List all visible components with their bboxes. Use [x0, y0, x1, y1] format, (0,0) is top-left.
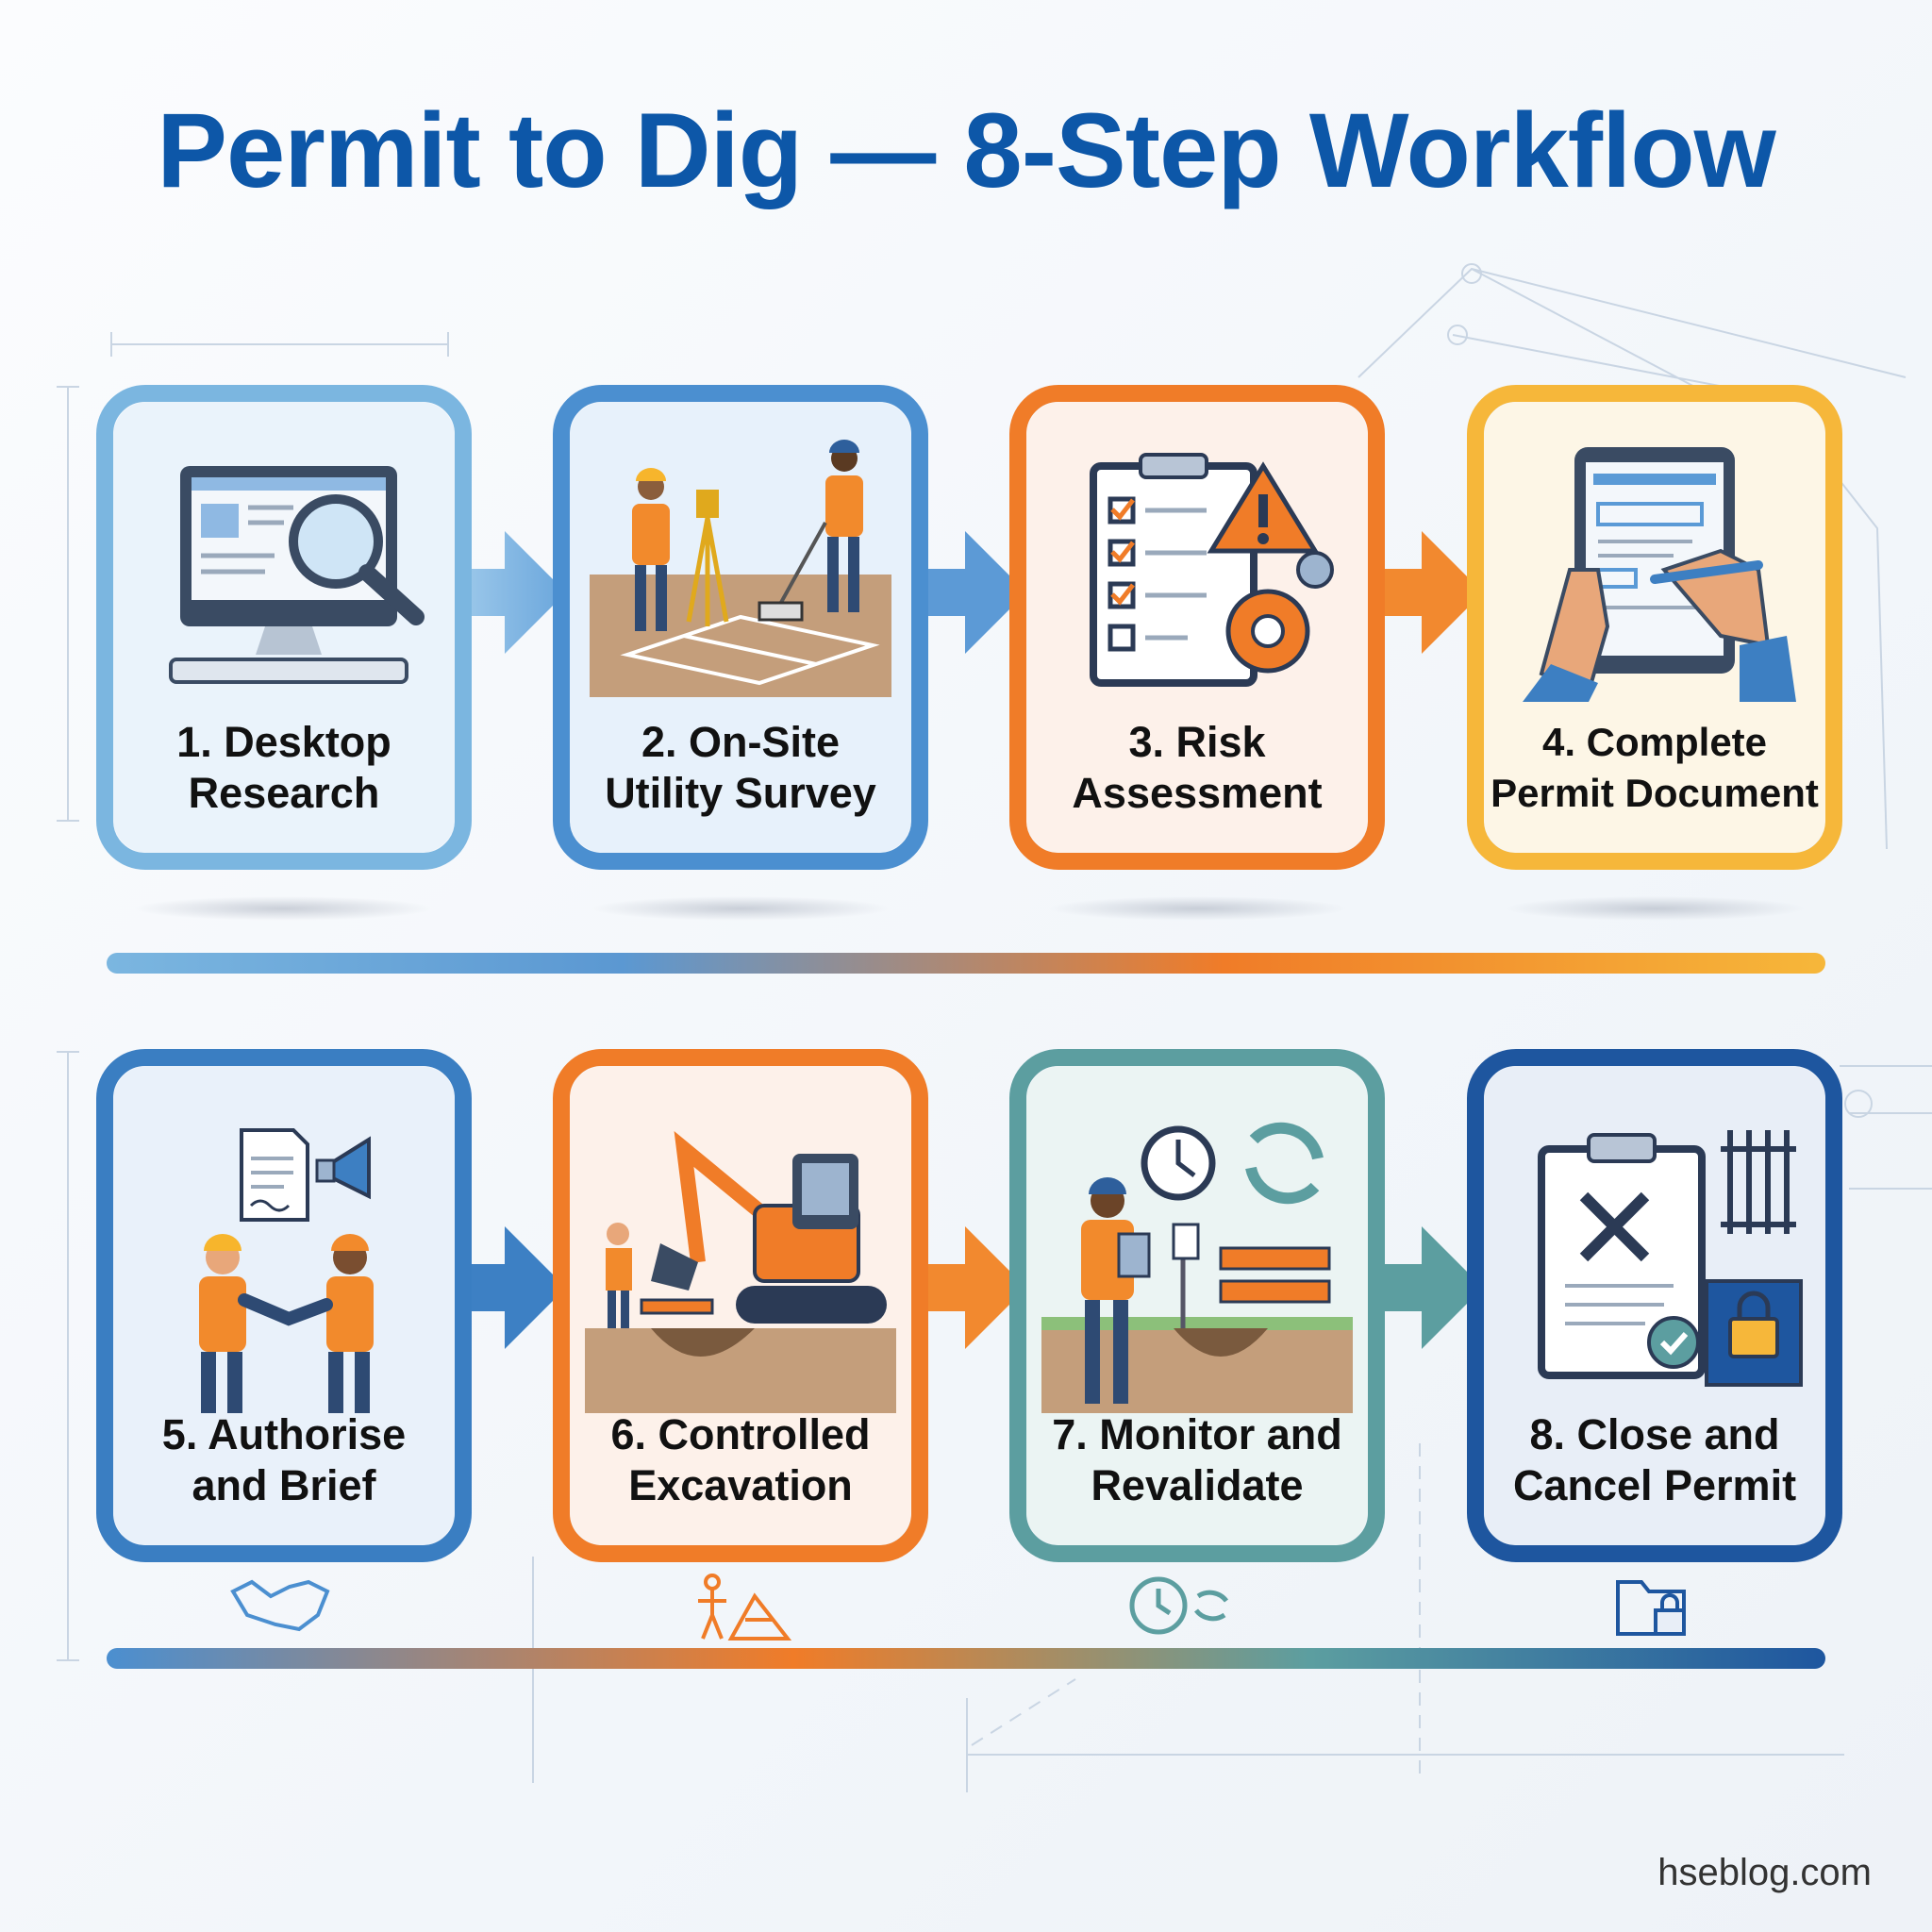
excavation-icon — [698, 1574, 792, 1641]
computer-magnifier-icon — [169, 466, 425, 684]
card-shadow — [132, 896, 434, 921]
excavator-icon — [585, 1131, 896, 1413]
step-title: 6. Controlled — [610, 1410, 871, 1458]
step-subtitle: Excavation — [628, 1461, 853, 1509]
step-subtitle: Assessment — [1072, 769, 1323, 817]
step-title: 1. Desktop — [176, 718, 391, 766]
page-title: Permit to Dig — 8-Step Workflow — [157, 92, 1776, 209]
step-title: 5. Authorise — [161, 1410, 407, 1458]
arrow-right-icon — [462, 531, 566, 654]
clock-refresh-barrier-icon — [1041, 1122, 1353, 1413]
clock-refresh-icon — [1129, 1576, 1229, 1635]
locked-folder-icon — [1616, 1580, 1686, 1636]
step-title: 7. Monitor and — [1052, 1410, 1342, 1458]
arrow-right-icon — [1379, 531, 1483, 654]
card-shadow — [1047, 896, 1349, 921]
tablet-signing-icon — [1523, 447, 1796, 702]
step-title: 2. On-Site — [641, 718, 841, 766]
card-shadow — [590, 896, 891, 921]
step-subtitle: Research — [188, 769, 380, 817]
website-credit: hseblog.com — [1657, 1852, 1872, 1893]
step-subtitle: and Brief — [192, 1461, 376, 1509]
step-subtitle: Utility Survey — [605, 769, 876, 817]
arrow-right-icon — [923, 531, 1026, 654]
step-subtitle: Cancel Permit — [1512, 1461, 1797, 1509]
arrow-right-icon — [1379, 1226, 1483, 1349]
step-subtitle: Revalidate — [1091, 1461, 1304, 1509]
handshake-icon — [230, 1579, 330, 1632]
progress-bar-row-2 — [107, 1648, 1825, 1669]
step-title: 4. Complete — [1541, 720, 1768, 764]
step-subtitle: Permit Document — [1491, 771, 1819, 815]
handshake-workers-icon — [199, 1128, 374, 1413]
progress-bar-row-1 — [107, 953, 1825, 974]
card-shadow — [1505, 896, 1807, 921]
arrow-right-icon — [462, 1226, 566, 1349]
surveyors-icon — [590, 440, 891, 697]
checklist-warning-gear-icon — [1090, 453, 1334, 687]
step-title: 8. Close and — [1529, 1410, 1780, 1458]
cancelled-permit-lock-icon — [1538, 1130, 1803, 1387]
step-title: 3. Risk — [1128, 718, 1266, 766]
arrow-right-icon — [923, 1226, 1026, 1349]
